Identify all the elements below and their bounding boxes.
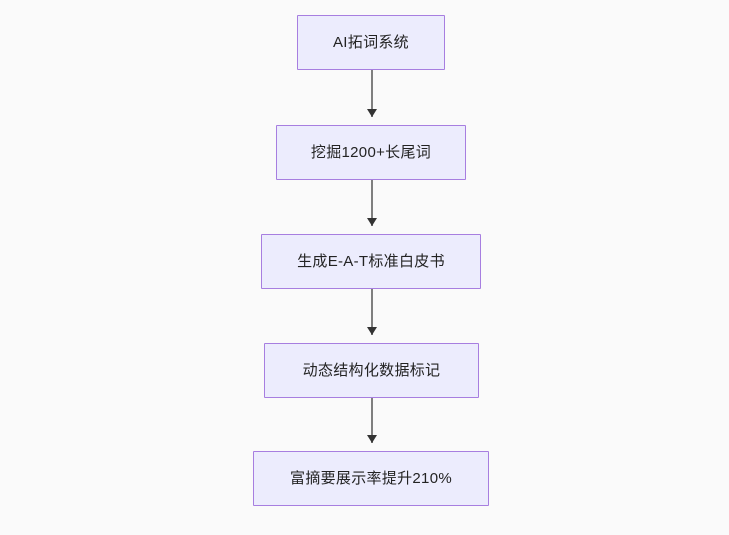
edge-line	[371, 289, 373, 335]
flowchart-node-label: AI拓词系统	[333, 34, 409, 51]
arrowhead-icon	[367, 109, 377, 117]
flowchart-node-label: 动态结构化数据标记	[302, 362, 441, 379]
arrowhead-icon	[367, 435, 377, 443]
edge-line	[371, 70, 373, 117]
flowchart-node-3[interactable]: 生成E-A-T标准白皮书	[261, 234, 481, 289]
edge-line	[371, 398, 373, 443]
flowchart-node-label: 富摘要展示率提升210%	[290, 470, 452, 487]
flowchart-node-4[interactable]: 动态结构化数据标记	[264, 343, 479, 398]
flowchart-node-label: 生成E-A-T标准白皮书	[297, 253, 445, 270]
flowchart-node-1[interactable]: AI拓词系统	[297, 15, 445, 70]
flowchart-node-label: 挖掘1200+长尾词	[310, 144, 432, 161]
arrowhead-icon	[367, 327, 377, 335]
arrowhead-icon	[367, 218, 377, 226]
edge-line	[371, 180, 373, 226]
flowchart-node-5[interactable]: 富摘要展示率提升210%	[253, 451, 489, 506]
flowchart-node-2[interactable]: 挖掘1200+长尾词	[276, 125, 466, 180]
